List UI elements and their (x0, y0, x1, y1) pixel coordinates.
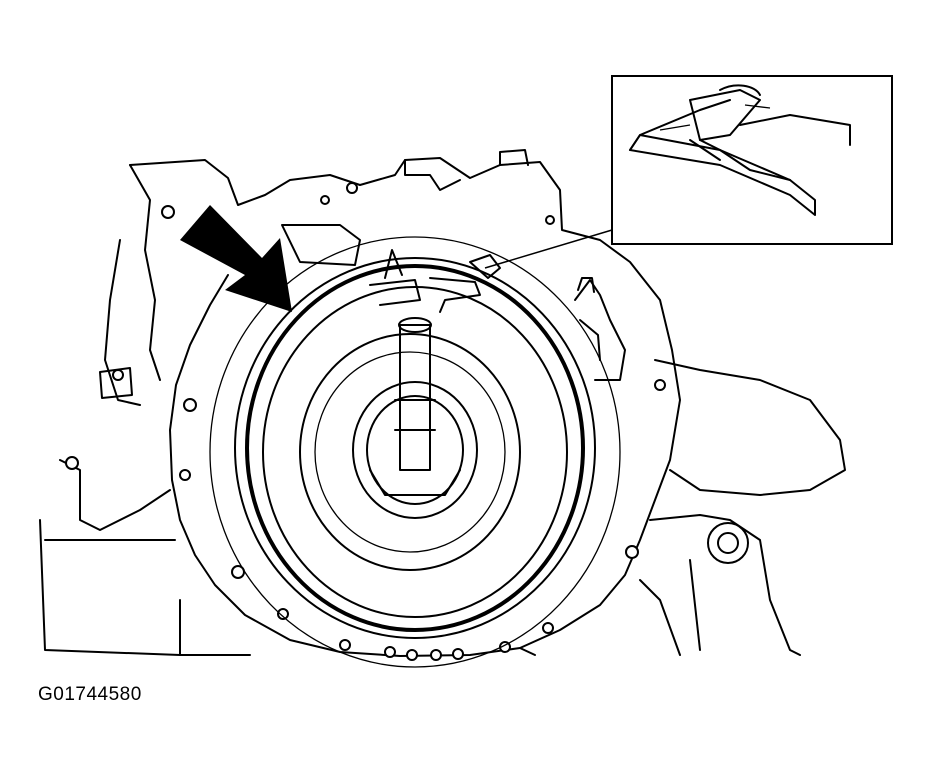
band-anchor (281, 224, 626, 381)
detail-inset-icon (611, 75, 893, 245)
center-shaft (352, 317, 478, 519)
brake-band-drum (209, 236, 621, 668)
callout-leader (484, 229, 613, 269)
arrow-icon (180, 205, 292, 312)
bolt-holes (65, 182, 749, 661)
transmission-housing (39, 149, 846, 657)
side-stud (99, 277, 595, 399)
figure-id-label: G01744580 (38, 684, 142, 705)
